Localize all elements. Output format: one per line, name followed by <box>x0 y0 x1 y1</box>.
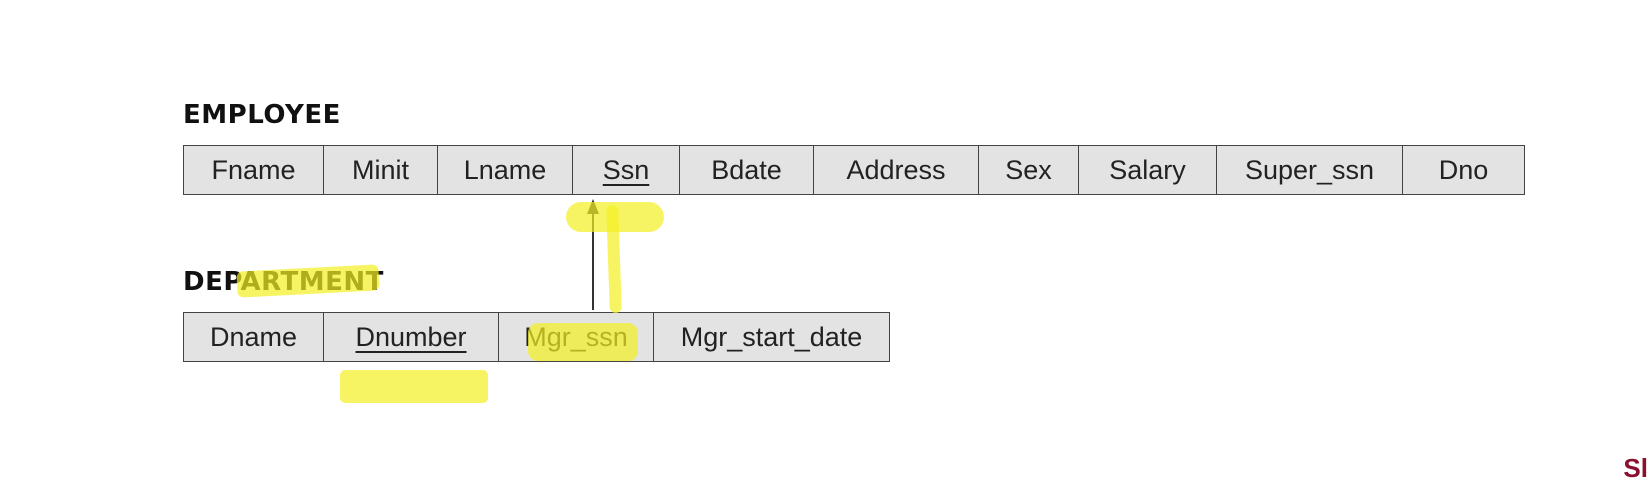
employee-attr-dno: Dno <box>1438 154 1489 185</box>
employee-title: EMPLOYEE <box>183 100 341 130</box>
employee-attr-sex: Sex <box>979 146 1079 194</box>
employee-attr-super-ssn: Super_ssn <box>1217 146 1403 194</box>
employee-key-ssn: Ssn <box>602 154 650 185</box>
corner-text: Sl <box>1623 453 1648 483</box>
department-attr-mgr-start-date: Mgr_start_date <box>680 321 863 352</box>
employee-attr-fname: Fname <box>184 146 324 194</box>
department-attr-dname: Dname <box>184 313 324 361</box>
employee-relation: Fname Minit Lname Ssn Bdate Address Sex … <box>183 145 1525 195</box>
employee-attr-address: Address <box>814 146 979 194</box>
employee-attr-bdate: Bdate <box>680 146 814 194</box>
employee-attr-lname: Lname <box>438 146 573 194</box>
arrow-head <box>587 199 599 214</box>
employee-attr-ssn: Ssn <box>573 146 680 194</box>
employee-attr-salary: Salary <box>1079 146 1217 194</box>
employee-attr-minit: Minit <box>324 146 438 194</box>
department-attr-dnumber: Dnumber <box>324 313 499 361</box>
department-key-dnumber: Dnumber <box>355 321 467 352</box>
